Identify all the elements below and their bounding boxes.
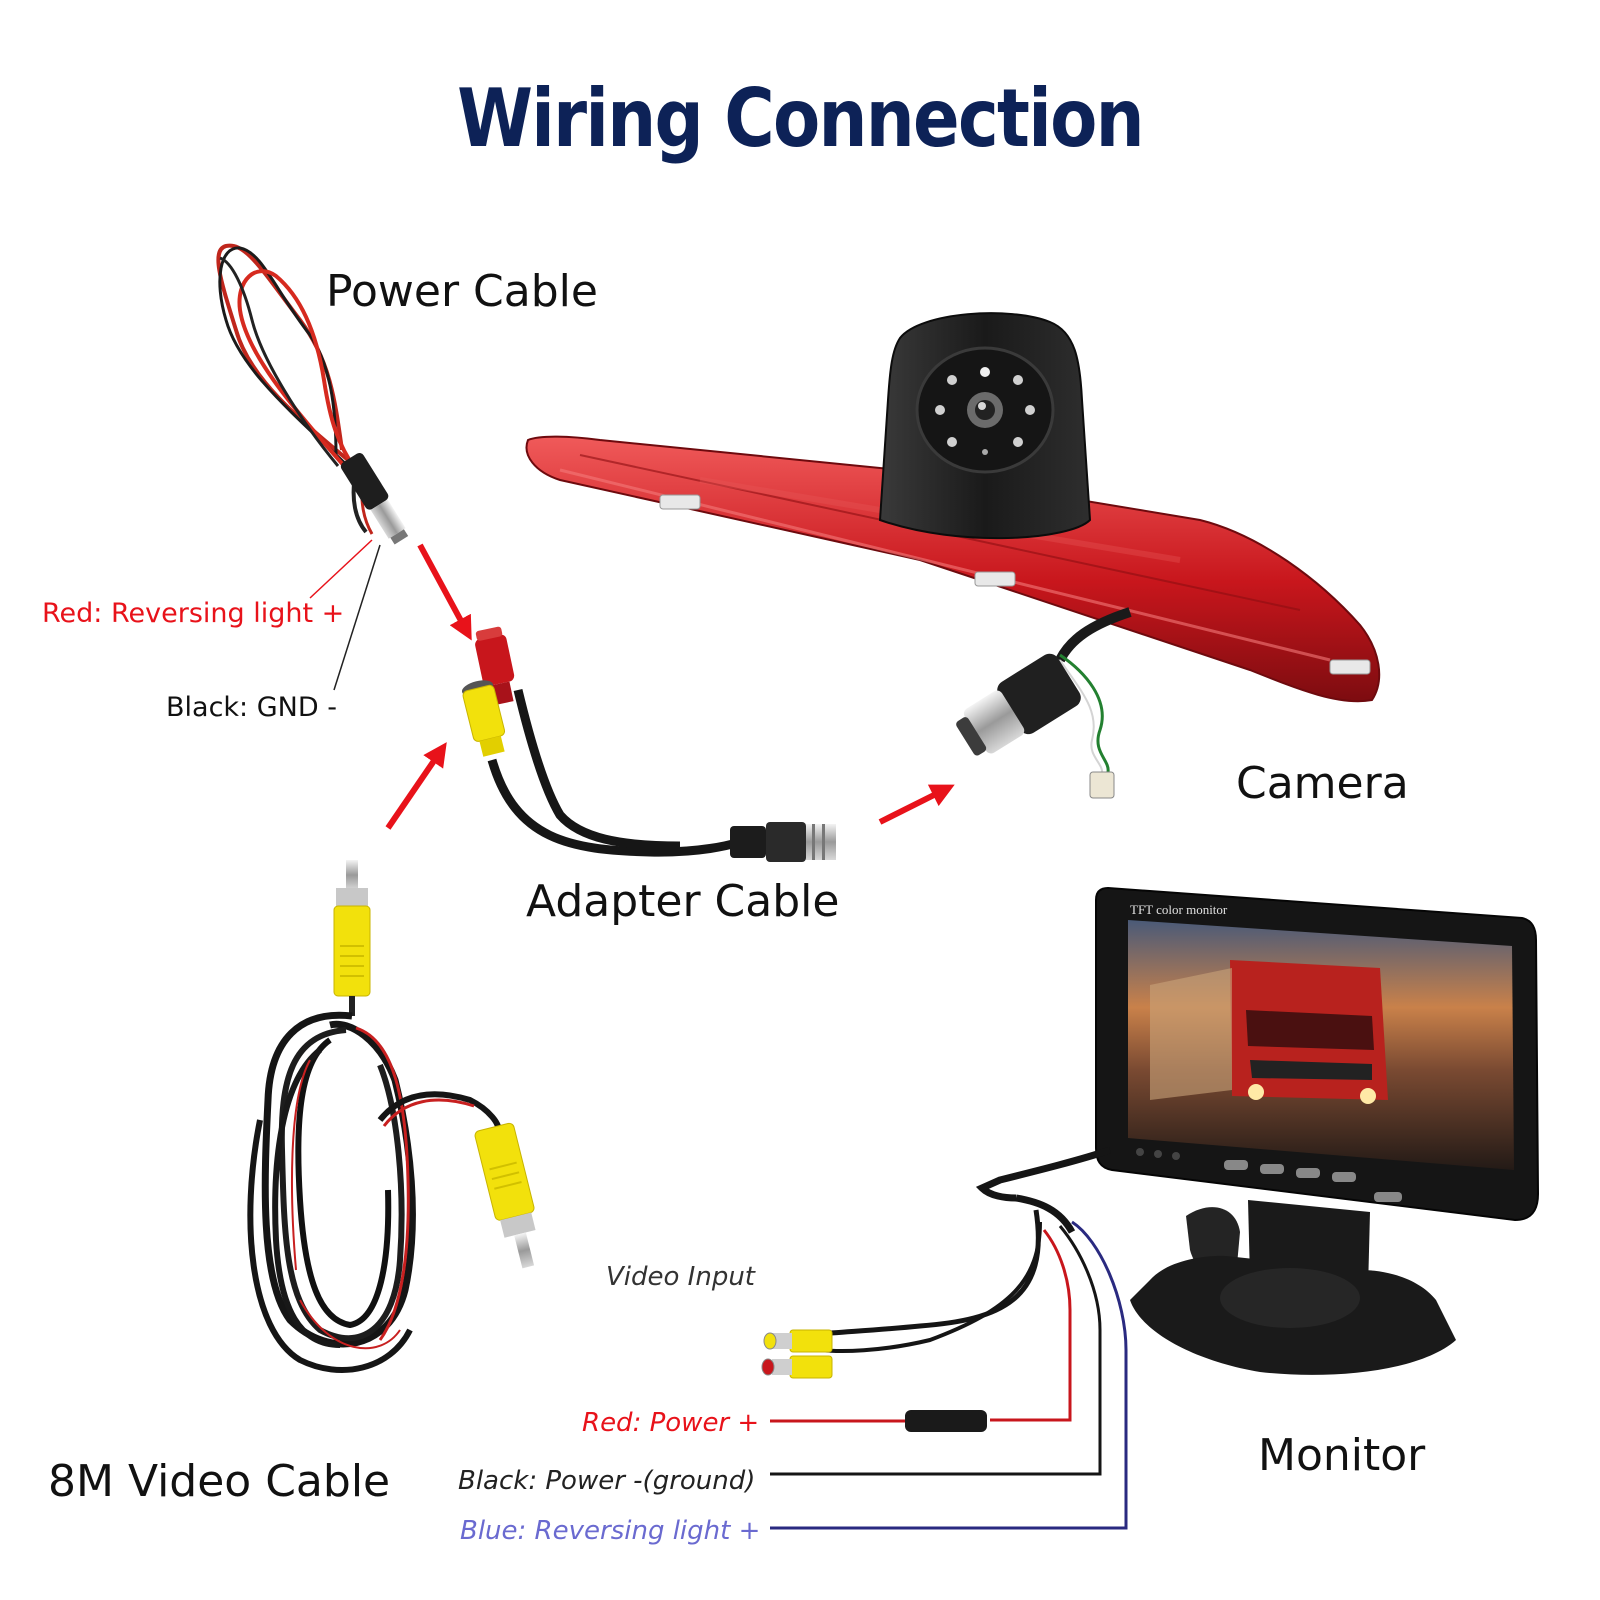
monitor-label: Monitor [1258, 1430, 1426, 1481]
adapter-cable-label: Adapter Cable [526, 876, 840, 927]
video-cable-label: 8M Video Cable [48, 1456, 391, 1507]
camera-label: Camera [1236, 758, 1409, 809]
red-wire-pointer [309, 539, 373, 599]
blue-reversing-label: Blue: Reversing light + [460, 1516, 761, 1546]
black-wire-pointer [333, 544, 381, 691]
video-cable-icon [247, 860, 536, 1373]
video-input-label: Video Input [606, 1262, 756, 1292]
power-cable-icon [216, 243, 409, 545]
adapter-cable-icon [461, 626, 836, 862]
page-title: Wiring Connection [457, 72, 1145, 165]
red-power-label: Red: Power + [582, 1408, 760, 1438]
camera-icon [525, 312, 1381, 799]
arrow-icon [878, 784, 955, 825]
monitor-wires [761, 1209, 1128, 1530]
black-gnd-label: Black: GND - [166, 692, 337, 723]
power-cable-label: Power Cable [326, 266, 598, 317]
black-power-label: Black: Power -(ground) [458, 1466, 756, 1496]
arrow-icon [417, 543, 472, 641]
monitor-brand-label: TFT color monitor [1130, 902, 1228, 917]
arrow-icon [385, 742, 447, 830]
red-reversing-label: Red: Reversing light + [42, 598, 345, 629]
monitor-icon: TFT color monitor [975, 886, 1540, 1375]
